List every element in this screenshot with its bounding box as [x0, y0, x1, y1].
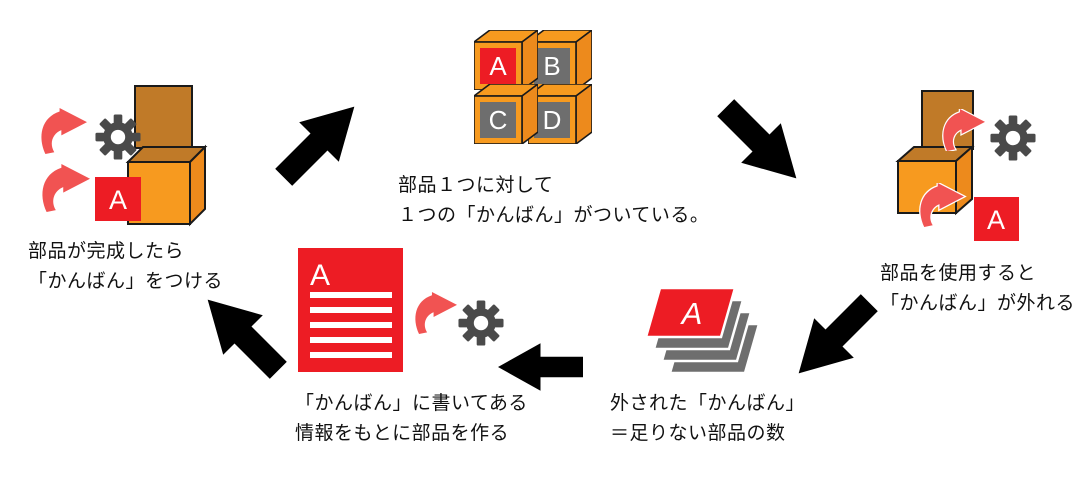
- box-label: A: [489, 51, 507, 81]
- attach-step-caption: 部品が完成したら 「かんばん」をつける: [28, 237, 223, 297]
- curved-arrow-icon: [42, 164, 90, 212]
- box-lid: [134, 85, 193, 149]
- kanban-sheet-label: A: [310, 259, 330, 292]
- flow-arrow-icon: [778, 282, 890, 394]
- caption-line: 部品が完成したら: [28, 241, 185, 262]
- kanban-card-stack: A: [644, 286, 761, 375]
- kanban-tag: A: [95, 177, 141, 221]
- flow-arrow-icon: [263, 86, 375, 198]
- detach-step-caption: 部品を使用すると 「かんばん」が外れる: [880, 259, 1075, 319]
- caption-line: 情報をもとに部品を作る: [295, 423, 510, 444]
- box-label: B: [543, 51, 560, 81]
- caption-line: 「かんばん」をつける: [28, 271, 224, 292]
- detach-step-graphic: A: [895, 90, 1036, 241]
- curved-arrow-icon: [415, 292, 457, 334]
- caption-line: ＝足りない部品の数: [610, 423, 786, 444]
- parts-box: A: [474, 30, 538, 90]
- gear-icon: [95, 114, 141, 160]
- flow-arrow-icon: [498, 342, 583, 392]
- caption-line: 部品を使用すると: [880, 263, 1037, 284]
- attach-step-graphic: A: [41, 85, 208, 227]
- kanban-sheet: A: [298, 248, 403, 372]
- box-label: C: [489, 105, 508, 135]
- box-label: D: [543, 105, 562, 135]
- produce-step-caption: 「かんばん」に書いてある 情報をもとに部品を作る: [295, 389, 528, 449]
- kanban-tag-label: A: [987, 205, 1005, 235]
- gear-icon: [458, 300, 504, 346]
- caption-line: 「かんばん」が外れる: [880, 293, 1076, 314]
- flow-arrow-icon: [705, 87, 817, 199]
- parts-box: B: [528, 30, 592, 90]
- caption-line: 部品１つに対して: [398, 175, 554, 196]
- inventory-step-caption: 部品１つに対して １つの「かんばん」がついている。: [398, 171, 709, 231]
- parts-box: C: [474, 84, 538, 144]
- collected-step-graphic: A: [644, 286, 761, 375]
- gear-icon: [990, 115, 1036, 161]
- caption-line: 外された「かんばん」: [610, 393, 806, 414]
- caption-line: １つの「かんばん」がついている。: [398, 205, 710, 226]
- caption-line: 「かんばん」に書いてある: [295, 393, 528, 414]
- kanban-tag: A: [974, 197, 1019, 241]
- inventory-step-graphic: B A D C: [474, 30, 592, 144]
- curved-arrow-icon: [41, 108, 87, 154]
- produce-step-graphic: A: [298, 248, 504, 372]
- collected-step-caption: 外された「かんばん」 ＝足りない部品の数: [610, 389, 805, 449]
- parts-box: D: [528, 84, 592, 144]
- kanban-card-label: A: [680, 296, 703, 331]
- kanban-tag-label: A: [109, 185, 127, 215]
